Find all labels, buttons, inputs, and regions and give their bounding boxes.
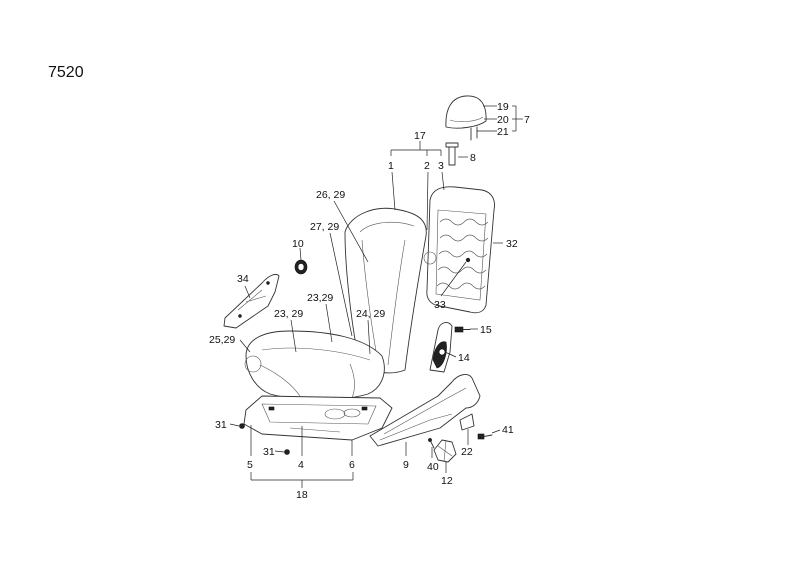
callout-40: 40: [427, 461, 439, 473]
callout-18: 18: [296, 489, 308, 501]
height-adjuster-knob: [433, 439, 457, 463]
callout-10: 10: [292, 238, 304, 250]
outer-side-shield: [369, 374, 481, 447]
callout-3: 3: [438, 160, 444, 172]
seat-cushion: [244, 330, 385, 401]
backrest-cushion: [344, 207, 427, 374]
callout-15: 15: [480, 324, 492, 336]
callout-21: 21: [497, 126, 509, 138]
callout-23-29-upper: 23,29: [307, 292, 333, 304]
callout-27-29: 27, 29: [310, 221, 339, 233]
headrest: [445, 95, 487, 141]
callout-22: 22: [461, 446, 473, 458]
screw-40: [428, 438, 435, 449]
side-cover: [223, 273, 280, 329]
callout-8: 8: [470, 152, 476, 164]
recliner-mechanism: [429, 322, 453, 373]
callout-32: 32: [506, 238, 518, 250]
callout-31-b: 31: [263, 446, 275, 458]
callout-labels: 19 20 21 7 8 17 1 2 3 26, 29 27, 29 10 3…: [209, 101, 530, 501]
callout-6: 6: [349, 459, 355, 471]
callout-33: 33: [434, 299, 446, 311]
callout-34: 34: [237, 273, 249, 285]
screw-31-b: [284, 449, 290, 455]
callout-14: 14: [458, 352, 470, 364]
seat-pan-frame: [243, 395, 393, 441]
callout-19: 19: [497, 101, 509, 113]
callout-4: 4: [298, 459, 304, 471]
callout-5: 5: [247, 459, 253, 471]
bolt-15: [454, 326, 471, 333]
callout-41: 41: [502, 424, 514, 436]
diagram-number: 7520: [48, 64, 84, 81]
headrest-guide: [445, 142, 459, 166]
callout-7: 7: [524, 114, 530, 126]
bolt-41: [477, 433, 493, 440]
callout-1: 1: [388, 160, 394, 172]
callout-9: 9: [403, 459, 409, 471]
callout-23-29-lower: 23, 29: [274, 308, 303, 320]
callout-17: 17: [414, 130, 426, 142]
callout-24-29: 24, 29: [356, 308, 385, 320]
callout-20: 20: [497, 114, 509, 126]
leader-lines: [229, 105, 523, 488]
callout-2: 2: [424, 160, 430, 172]
trim-piece-22: [459, 413, 475, 431]
callout-31-a: 31: [215, 419, 227, 431]
screw-31-a: [239, 423, 245, 429]
callout-12: 12: [441, 475, 453, 487]
callout-26-29: 26, 29: [316, 189, 345, 201]
recliner-knob: [294, 259, 308, 275]
backrest-frame: [423, 186, 495, 314]
callout-25-29: 25,29: [209, 334, 235, 346]
